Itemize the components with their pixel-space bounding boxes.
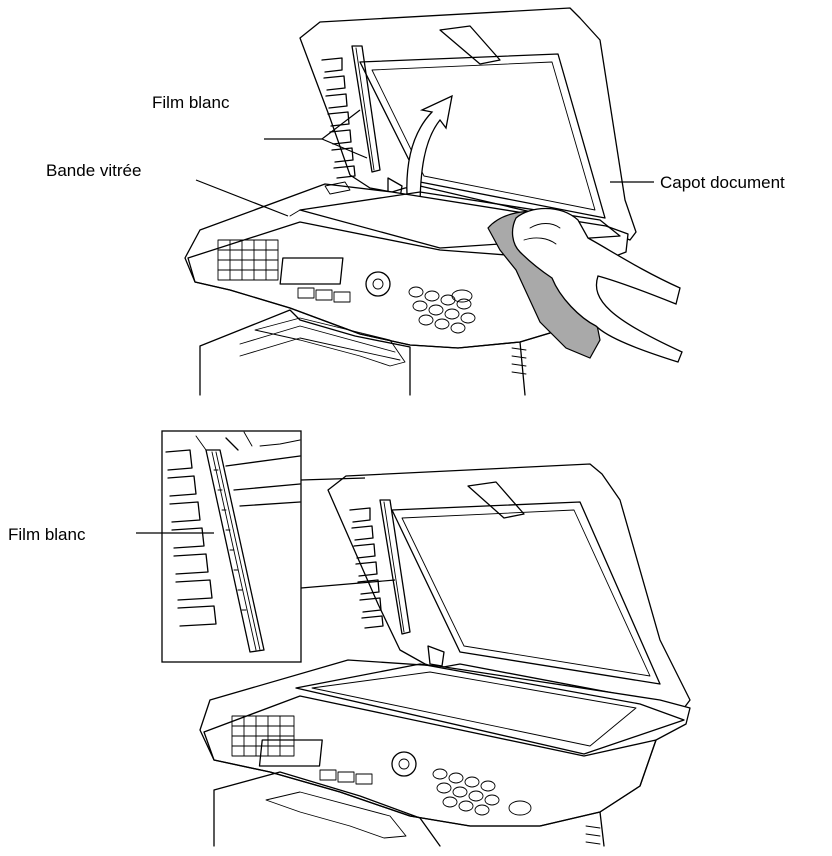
top-film-strip <box>351 45 381 173</box>
bottom-keypad-right <box>432 768 532 816</box>
top-scanner-glass <box>299 191 621 249</box>
label-top-film-blanc: Film blanc <box>152 93 230 112</box>
bottom-lower-body <box>213 771 605 847</box>
top-function-buttons <box>297 287 351 303</box>
top-cover-pad <box>359 53 606 219</box>
top-control-panel <box>187 221 601 349</box>
bottom-output-tray <box>265 791 407 839</box>
top-output-tray <box>254 317 406 367</box>
bottom-function-buttons <box>319 769 373 785</box>
top-vent <box>511 347 527 375</box>
top-leader-lines <box>195 109 654 217</box>
inset-connectors <box>300 477 396 589</box>
label-bande-vitree: Bande vitrée <box>46 161 141 180</box>
bottom-cover-pad <box>391 501 661 685</box>
inset-cover-edges <box>225 437 301 507</box>
top-hand <box>511 207 683 363</box>
top-keypad-left <box>217 239 279 281</box>
bottom-film-strip <box>379 499 411 635</box>
top-lower-body <box>199 309 526 396</box>
bottom-control-panel <box>203 695 657 827</box>
inset-film-strip <box>205 449 265 653</box>
bottom-lcd <box>258 739 323 767</box>
inset-frame <box>161 430 302 663</box>
film-blanc-leader-a <box>321 109 361 140</box>
bottom-scanner-glass <box>295 663 685 755</box>
bottom-cover-handle <box>467 481 525 519</box>
bottom-vent <box>585 825 601 845</box>
inset-magnified-view <box>161 430 396 663</box>
top-keypad-right <box>408 286 476 334</box>
bottom-adf-fins <box>349 507 384 629</box>
top-lift-arrow <box>406 94 453 211</box>
bottom-nav-dial <box>391 751 417 777</box>
bande-vitree-leader <box>195 179 289 217</box>
top-lcd <box>279 257 344 285</box>
label-capot-document: Capot document <box>660 173 785 192</box>
bottom-illustration <box>199 463 691 847</box>
inset-fins <box>165 449 217 627</box>
label-bottom-film-blanc: Film blanc <box>8 525 86 544</box>
top-nav-dial <box>365 271 391 297</box>
top-illustration <box>184 7 683 396</box>
top-cover-handle <box>439 25 501 65</box>
bottom-keypad-left <box>231 715 295 757</box>
film-blanc-leader-b <box>321 138 368 159</box>
